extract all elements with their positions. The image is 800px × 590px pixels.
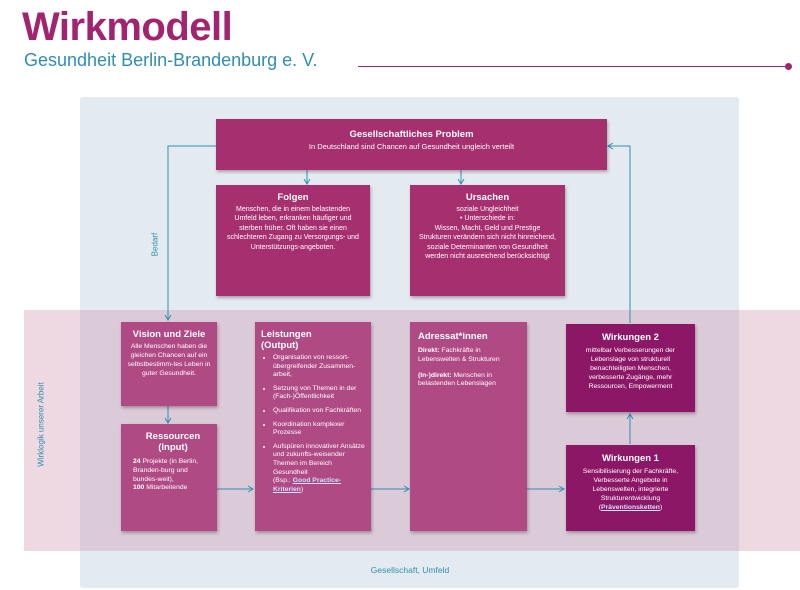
indirekt-label: (In-)direkt:	[418, 371, 452, 379]
page-subtitle: Gesundheit Berlin-Brandenburg e. V.	[24, 50, 318, 70]
leistungen-box: Leistungen (Output) Organisation von res…	[255, 322, 371, 531]
ressourcen-text1: Projekte (in Berlin, Branden-burg und bu…	[133, 458, 198, 483]
arrow-wirkungen2-problem	[607, 142, 631, 323]
good-practice-link[interactable]: Good Practice-Kriterien	[273, 477, 342, 493]
ressourcen-box: Ressourcen (Input) 24 Projekte (in Berli…	[121, 424, 217, 531]
leistungen-subtitle: (Output)	[261, 340, 299, 351]
header-divider	[358, 66, 788, 67]
leistungen-item: Organisation von ressort-übergreifender …	[273, 354, 365, 380]
adressat-box: Adressat*innen Direkt: Fachkräfte in Leb…	[410, 322, 527, 531]
leistungen-item: Koordination komplexer Prozesse	[273, 421, 365, 438]
wirkungen2-text: mittelbar Verbesserungen der Lebenslage …	[585, 347, 676, 390]
vision-box: Vision und Ziele Alle Menschen haben die…	[121, 322, 217, 406]
leistungen-title: Leistungen	[261, 329, 312, 340]
header-dot	[785, 63, 792, 70]
direkt-text: Fachkräfte in Lebenswelten & Strukturen	[418, 347, 500, 363]
wirkungen1-link-suffix: )	[659, 504, 663, 511]
vision-title: Vision und Ziele	[132, 329, 206, 340]
wirkungen1-text: Sensibilisierung der Fachkräfte, Verbess…	[582, 468, 679, 502]
adressat-title: Adressat*innen	[418, 331, 488, 342]
ressourcen-num1: 24	[133, 458, 141, 465]
problem-title: Gesellschaftliches Problem	[349, 129, 474, 140]
wirkungen1-link-prefix: (	[598, 504, 602, 511]
wirkungen2-title: Wirkungen 2	[602, 332, 659, 343]
indirekt-text: Menschen in belastenden Lebenslagen	[418, 371, 496, 388]
ressourcen-text2: Mitarbeitende	[146, 484, 188, 492]
ressourcen-subtitle: (Input)	[158, 442, 188, 453]
page-title: Wirkmodell	[22, 5, 233, 49]
ursachen-line1: soziale Ungleichheit	[456, 206, 519, 213]
direkt-label: Direkt:	[418, 347, 440, 354]
arrow-bedarf	[164, 145, 216, 321]
ursachen-line2: • Unterschiede in:	[460, 215, 515, 223]
wirkungen1-title: Wirkungen 1	[602, 453, 659, 464]
problem-text: In Deutschland sind Chancen auf Gesundhe…	[308, 142, 515, 151]
leistungen-list: Organisation von ressort-übergreifender …	[261, 354, 365, 477]
leistungen-item: Qualifikation von Fachkräften	[273, 407, 365, 416]
ursachen-title: Ursachen	[465, 192, 510, 203]
vision-text: Alle Menschen haben die gleichen Chancen…	[127, 343, 211, 377]
leistungen-example-prefix: (Bsp.:	[273, 477, 291, 485]
folgen-box: Folgen Menschen, die in einem belastende…	[216, 185, 370, 296]
ressourcen-num2: 100	[133, 484, 145, 492]
ursachen-line3: Wissen, Macht, Geld und Prestige	[434, 224, 541, 232]
ursachen-line4: Strukturen verändern sich nicht hinreich…	[419, 234, 556, 261]
folgen-text: Menschen, die in einem belastenden Umfel…	[227, 206, 359, 251]
leistungen-item: Aufspüren innovativer Ansätze und zukunf…	[273, 443, 365, 477]
society-label: Gesellschaft, Umfeld	[370, 565, 450, 575]
wirkungen2-box: Wirkungen 2 mittelbar Verbesserungen der…	[566, 324, 695, 412]
praeventionsketten-link[interactable]: Präventionsketten	[601, 504, 660, 511]
problem-box: Gesellschaftliches Problem In Deutschlan…	[216, 119, 607, 170]
leistungen-example-suffix: )	[300, 485, 304, 493]
ursachen-box: Ursachen soziale Ungleichheit • Untersch…	[410, 185, 565, 296]
leistungen-item: Setzung von Themen in der (Fach-)Öffentl…	[273, 385, 365, 402]
ressourcen-title: Ressourcen	[145, 431, 201, 442]
wirkungen1-box: Wirkungen 1 Sensibilisierung der Fachkrä…	[566, 445, 695, 531]
folgen-title: Folgen	[277, 192, 309, 203]
